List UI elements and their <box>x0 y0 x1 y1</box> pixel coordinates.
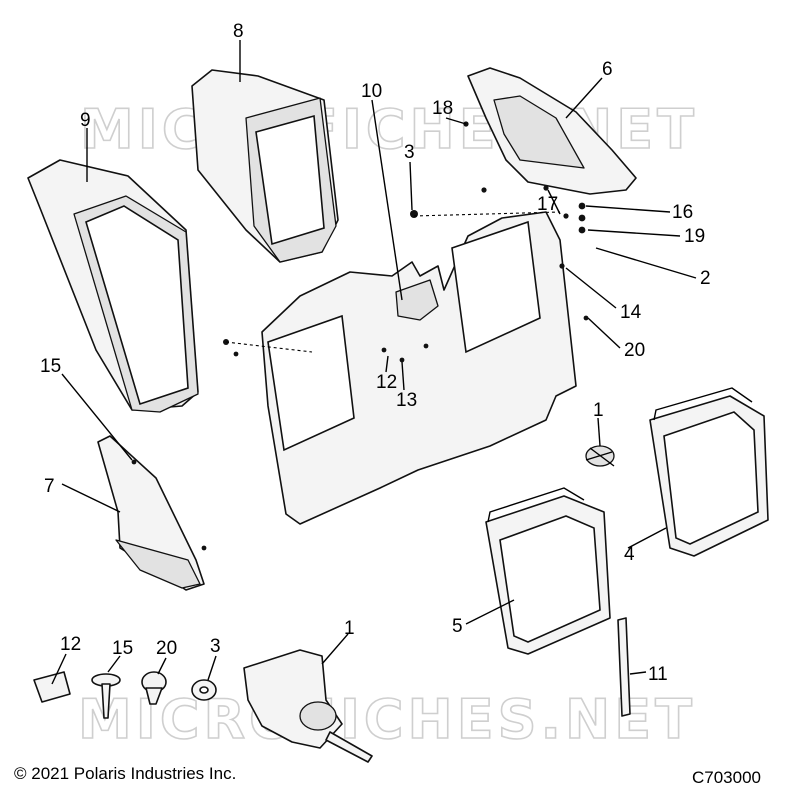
callout-19: 19 <box>684 226 705 247</box>
callout-1: 1 <box>593 400 604 421</box>
callout-10: 10 <box>361 81 382 102</box>
callout-18: 18 <box>432 98 453 119</box>
callout-8: 8 <box>233 21 244 42</box>
callout-20: 20 <box>624 340 645 361</box>
callout-12: 12 <box>376 372 397 393</box>
part-6-cover[interactable] <box>467 67 637 195</box>
part-1-latch-assembly[interactable] <box>243 649 373 763</box>
callout-15-bottom: 15 <box>112 638 133 659</box>
callout-labels: 8 6 10 18 9 3 17 16 19 2 14 20 15 12 13 … <box>40 21 711 685</box>
part-7-bracket[interactable] <box>97 435 205 591</box>
callout-13: 13 <box>396 390 417 411</box>
part-11-rod[interactable] <box>617 617 631 717</box>
part-5-door[interactable] <box>485 487 611 655</box>
callout-16: 16 <box>672 202 693 223</box>
part-4-door[interactable] <box>649 387 769 557</box>
callout-14: 14 <box>620 302 642 323</box>
part-8-storage-box[interactable] <box>191 69 339 263</box>
callout-11: 11 <box>648 664 668 685</box>
part-3-washer[interactable] <box>191 679 217 701</box>
callout-7: 7 <box>44 476 55 497</box>
callout-6: 6 <box>602 59 613 80</box>
copyright-notice: © 2021 Polaris Industries Inc. <box>14 764 237 783</box>
part-12-clip[interactable] <box>33 671 71 703</box>
callout-20-bottom: 20 <box>156 638 177 659</box>
assembly-lines <box>225 211 561 353</box>
callout-3: 3 <box>404 142 415 163</box>
callout-3-bottom: 3 <box>210 636 221 657</box>
watermark-bottom: MICROFICHES.NET <box>78 688 696 751</box>
callout-1-bottom: 1 <box>344 618 355 639</box>
callout-17: 17 <box>537 194 558 215</box>
part-15-fastener[interactable] <box>91 673 121 719</box>
callout-9: 9 <box>80 110 91 131</box>
figure-code: C703000 <box>692 768 762 787</box>
callout-2: 2 <box>700 268 711 289</box>
leader-lines <box>51 40 697 685</box>
part-20-push-rivet[interactable] <box>141 671 167 705</box>
callout-5: 5 <box>452 616 463 637</box>
part-9-storage-box[interactable] <box>27 159 199 413</box>
callout-15: 15 <box>40 356 61 377</box>
callout-4: 4 <box>624 544 635 565</box>
part-10-dash-panel[interactable] <box>261 211 577 525</box>
part-1-latch-small[interactable] <box>585 445 615 467</box>
callout-12-bottom: 12 <box>60 634 81 655</box>
